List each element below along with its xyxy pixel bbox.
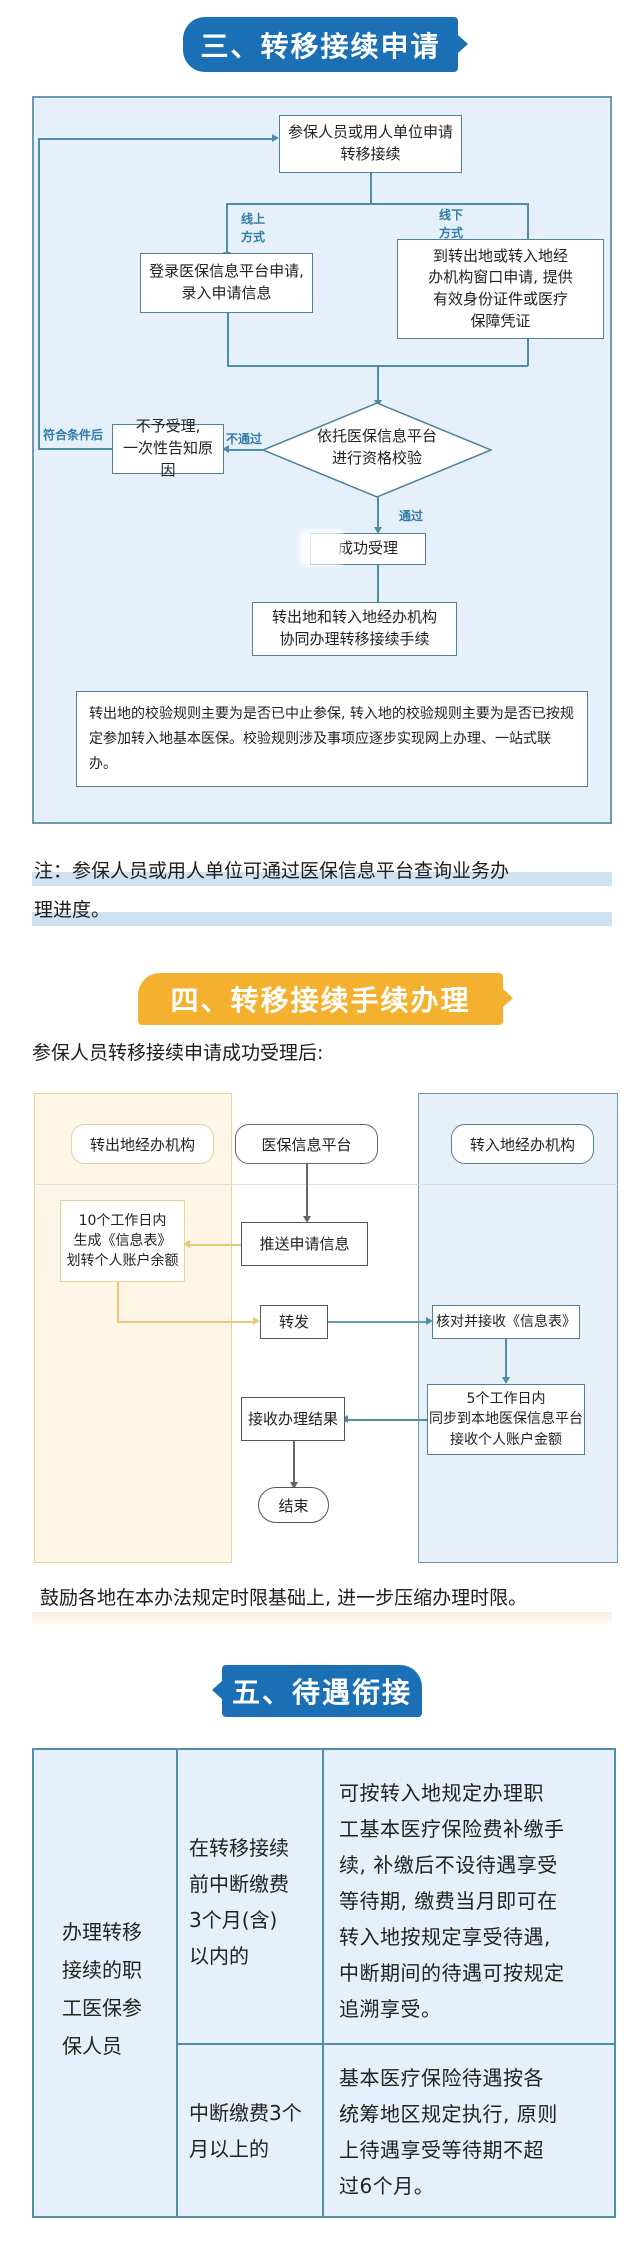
reject-text: 不予受理, 一次性告知原因 (122, 417, 213, 479)
connector (328, 1321, 428, 1323)
table-divider (176, 1748, 178, 2218)
section-3-title: 三、转移接续申请 (200, 29, 441, 63)
accepted-text: 成功受理 (337, 539, 398, 558)
arrow-icon (183, 1240, 190, 1248)
connector (505, 1339, 507, 1379)
connector (377, 565, 379, 605)
online-apply-box: 登录医保信息平台申请, 录入申请信息 (140, 253, 313, 313)
retry-loop-top (38, 138, 274, 140)
offline-apply-text: 到转出地或转入地经 办机构窗口申请, 提供 有效身份证件或医疗 保障凭证 (428, 246, 573, 330)
reject-box: 不予受理, 一次性告知原因 (112, 417, 224, 479)
arrow-icon (374, 527, 382, 534)
rule-note-box: 转出地的校验规则主要为是否已中止参保, 转入地的校验规则主要为是否已按规定参加转… (76, 691, 588, 787)
connector (117, 1282, 119, 1322)
online-apply-text: 登录医保信息平台申请, 录入申请信息 (149, 262, 304, 302)
retry-label: 符合条件后 (43, 428, 104, 442)
fail-label: 不通过 (226, 432, 263, 446)
header-pointer (458, 35, 468, 53)
connector (370, 173, 372, 203)
end-text: 结束 (278, 1496, 309, 1515)
table-subject: 办理转移 接续的职 工医保参 保人员 (62, 1920, 142, 2058)
table-row-1-condition: 在转移接续 前中断缴费 3个月(含) 以内的 (189, 1836, 289, 1968)
arrow-icon (502, 1377, 510, 1384)
arrow-icon (253, 1317, 260, 1325)
lane-header-in: 转入地经办机构 (451, 1124, 594, 1164)
table-divider (322, 1748, 324, 2218)
header-pointer (212, 1681, 222, 1699)
lane-separator (34, 1184, 618, 1185)
connector (306, 1164, 308, 1218)
table-divider (176, 2043, 616, 2045)
offline-apply-box: 到转出地或转入地经 办机构窗口申请, 提供 有效身份证件或医疗 保障凭证 (397, 239, 604, 339)
lane-header-out: 转出地经办机构 (71, 1124, 214, 1164)
arrow-icon (290, 1482, 298, 1489)
retry-loop-bottom (38, 448, 112, 450)
transfer-out-process-text: 10个工作日内 生成《信息表》 划转个人账户余额 (66, 1212, 179, 1270)
arrow-icon (426, 1317, 433, 1325)
arrow-icon (303, 1216, 311, 1223)
sync-box: 5个工作日内 同步到本地医保信息平台 接收个人账户金额 (427, 1384, 585, 1455)
arrow-icon (222, 445, 229, 453)
push-info-text: 推送申请信息 (259, 1234, 350, 1253)
arrow-icon (272, 134, 279, 142)
transfer-out-process-box: 10个工作日内 生成《信息表》 划转个人账户余额 (60, 1200, 185, 1282)
lane-header-platform: 医保信息平台 (235, 1124, 378, 1164)
encourage-text: 鼓励各地在本办法规定时限基础上, 进一步压缩办理时限。 (40, 1587, 528, 1609)
connector (377, 497, 379, 530)
offline-label: 线下 方式 (439, 208, 464, 240)
connector (226, 203, 228, 255)
connector (345, 1419, 427, 1421)
footnote-line-1: 注：参保人员或用人单位可通过医保信息平台查询业务办 (34, 860, 510, 882)
benefit-table (32, 1748, 616, 2218)
receive-result-box: 接收办理结果 (241, 1397, 345, 1441)
rule-note-text: 转出地的校验规则主要为是否已中止参保, 转入地的校验规则主要为是否已按规定参加转… (89, 705, 574, 772)
start-box-text: 参保人员或用人单位申请 转移接续 (287, 123, 453, 163)
process-text: 转出地和转入地经办机构 协同办理转移接续手续 (271, 608, 437, 648)
obscured-overlay (300, 530, 342, 566)
table-row-1-policy: 可按转入地规定办理职 工基本医疗保险费补缴手 续, 补缴后不设待遇享受 等待期,… (339, 1781, 565, 2021)
receive-result-text: 接收办理结果 (247, 1409, 338, 1428)
connector (527, 339, 529, 366)
section-3-header: 三、转移接续申请 (183, 17, 468, 72)
push-info-box: 推送申请信息 (241, 1222, 368, 1266)
lane-header-out-text: 转出地经办机构 (89, 1135, 195, 1154)
header-pointer (503, 989, 513, 1007)
section-4-title: 四、转移接续手续办理 (170, 984, 471, 1017)
table-row-2-policy: 基本医疗保险待遇按各 统筹地区规定执行, 原则 上待遇享受等待期不超 过6个月。 (339, 2066, 558, 2198)
decision-text: 依托医保信息平台 进行资格校验 (316, 427, 437, 467)
connector (226, 203, 528, 205)
lane-header-in-text: 转入地经办机构 (469, 1135, 575, 1154)
encourage-highlight (32, 1612, 612, 1624)
footnote-line-2: 理进度。 (34, 899, 111, 921)
table-row-2-condition: 中断缴费3个 月以上的 (189, 2101, 302, 2161)
connector (527, 203, 529, 243)
section-5-title: 五、待遇衔接 (231, 1676, 412, 1709)
note-highlight (32, 912, 612, 926)
section-4-intro: 参保人员转移接续申请成功受理后: (32, 1042, 324, 1064)
forward-box: 转发 (260, 1305, 328, 1339)
lane-header-platform-text: 医保信息平台 (261, 1135, 352, 1154)
connector (227, 313, 229, 366)
section-5-header: 五、待遇衔接 (212, 1665, 422, 1717)
verify-box: 核对并接收《信息表》 (432, 1305, 580, 1339)
process-box: 转出地和转入地经办机构 协同办理转移接续手续 (252, 602, 457, 656)
connector (226, 449, 263, 451)
retry-loop-line (38, 138, 40, 448)
start-box: 参保人员或用人单位申请 转移接续 (279, 115, 462, 173)
connector (188, 1244, 241, 1246)
end-terminal: 结束 (258, 1487, 329, 1523)
connector (377, 365, 379, 403)
sync-text: 5个工作日内 同步到本地医保信息平台 接收个人账户金额 (429, 1391, 583, 1448)
note-highlight (32, 872, 612, 886)
section-4-header: 四、转移接续手续办理 (138, 973, 513, 1025)
forward-text: 转发 (278, 1312, 309, 1331)
pass-label: 通过 (399, 509, 424, 523)
verify-text: 核对并接收《信息表》 (436, 1313, 576, 1330)
connector (117, 1321, 254, 1323)
lane-transfer-out (34, 1093, 232, 1563)
connector (293, 1441, 295, 1485)
online-label: 线上 方式 (241, 212, 266, 244)
